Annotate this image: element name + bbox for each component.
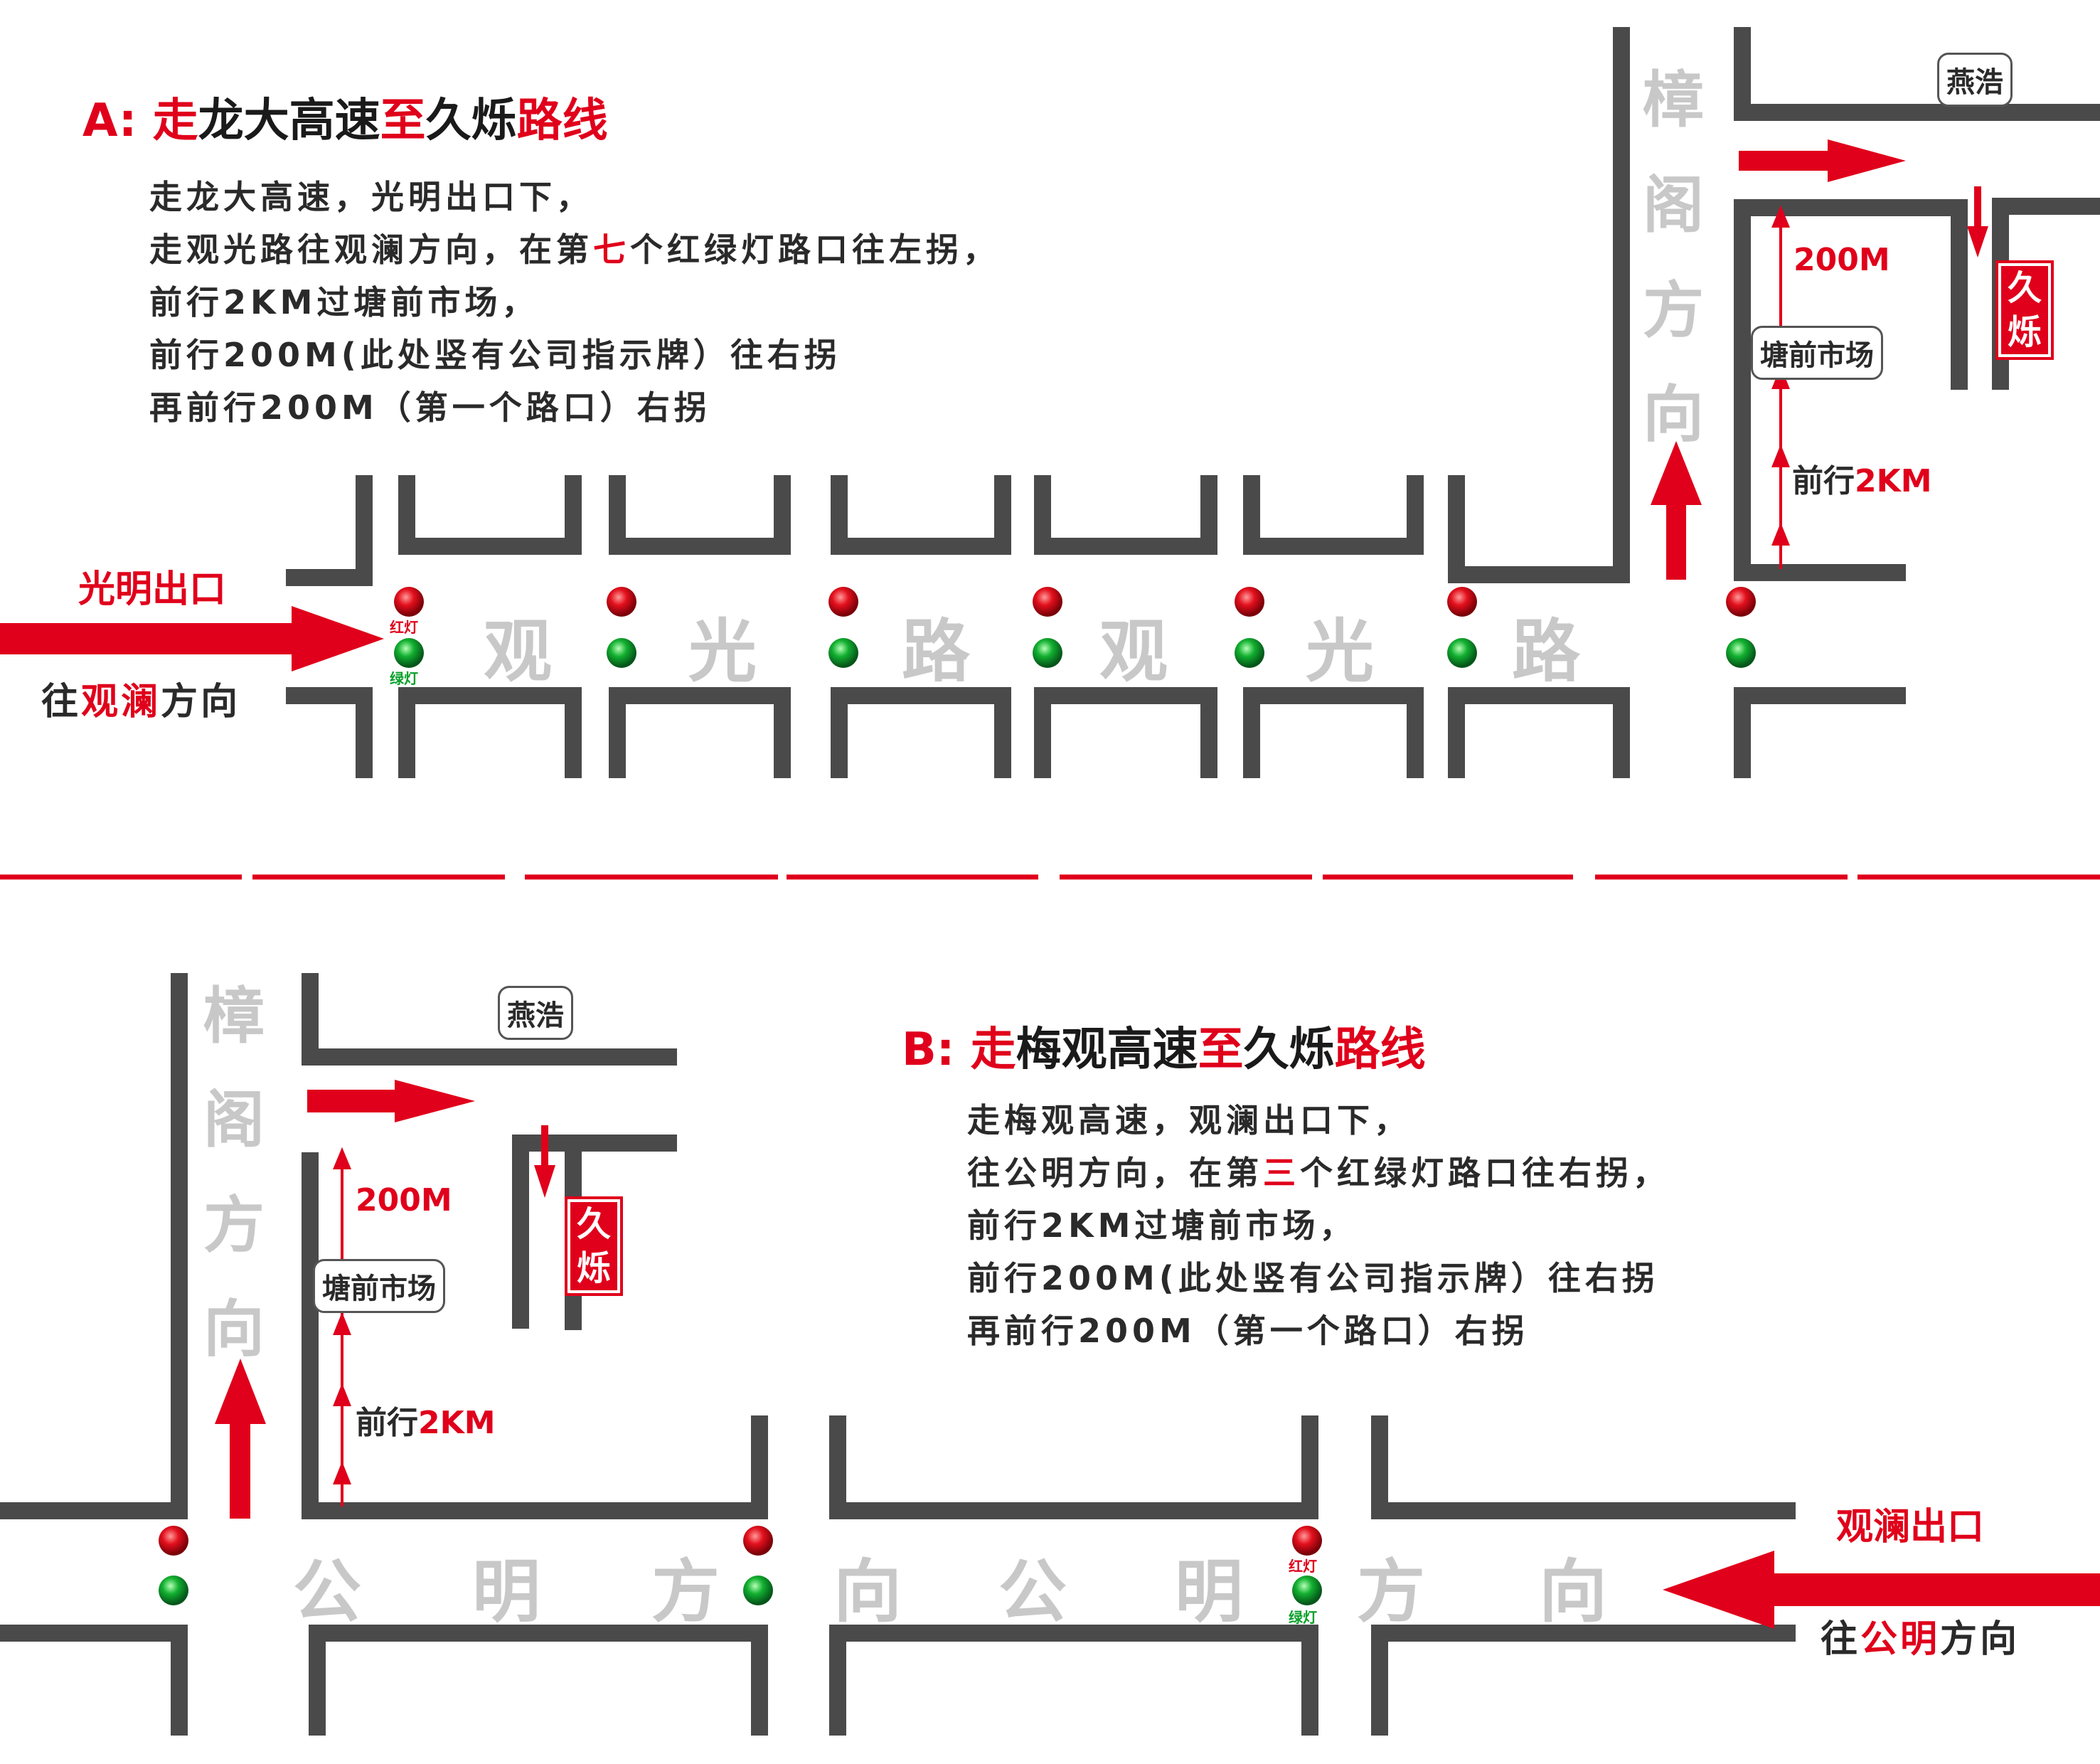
road-name-char: 向	[1539, 1552, 1607, 1632]
green-light	[1292, 1576, 1322, 1605]
instruction-line: 前行200M(此处竖有公司指示牌）往右拐	[967, 1259, 1659, 1297]
red-light	[394, 587, 424, 617]
right-arrow-b	[307, 1080, 475, 1122]
red-light	[828, 587, 858, 617]
entry-arrow-b	[1663, 1551, 2100, 1629]
red-light	[159, 1526, 188, 1556]
green-light	[1726, 638, 1756, 668]
entry-label-b: 观澜出口	[1836, 1506, 1985, 1548]
red-light	[1726, 587, 1756, 617]
instruction-line: 前行2KM过塘前市场，	[149, 283, 539, 322]
road-name-char: 光	[1306, 612, 1374, 691]
red-light	[743, 1526, 773, 1556]
road-name-char: 路	[1512, 612, 1580, 691]
traffic-lights-b	[159, 1526, 1322, 1605]
down-arrow-b	[534, 1125, 555, 1198]
distance-200m: 200M	[356, 1182, 452, 1218]
road-name-char: 观	[484, 612, 552, 691]
green-light	[607, 638, 636, 668]
distance-2km: 前行2KM	[356, 1405, 496, 1441]
down-arrow-a	[1967, 186, 1988, 257]
green-light	[1447, 638, 1477, 668]
red-light	[1292, 1526, 1322, 1556]
distance-200m: 200M	[1793, 242, 1890, 278]
route-b-title: B: 走梅观高速至久烁路线	[902, 1024, 1426, 1076]
red-light-label: 红灯	[390, 619, 418, 636]
instruction-line: 再前行200M（第一个路口）右拐	[967, 1312, 1529, 1350]
map-b-arrows	[215, 1080, 2100, 1629]
red-light	[1033, 587, 1062, 617]
green-light	[394, 638, 424, 668]
direction-label-b: 往公明方向	[1821, 1618, 2020, 1661]
instruction-line: 走龙大高速，光明出口下，	[149, 178, 593, 216]
red-light	[607, 587, 636, 617]
road-name-char: 明	[472, 1552, 540, 1632]
road-name-char: 公	[998, 1552, 1067, 1632]
instruction-line: 走观光路往观澜方向，在第七个红绿灯路口往左拐，	[149, 230, 1000, 269]
instruction-line: 往公明方向，在第三个红绿灯路口往右拐，	[967, 1154, 1670, 1192]
direction-label-a: 往观澜方向	[41, 681, 241, 723]
destination-jiushuo: 久烁	[1995, 260, 2054, 360]
route-a-instructions: 走龙大高速，光明出口下， 走观光路往观澜方向，在第七个红绿灯路口往左拐， 前行2…	[149, 171, 1000, 434]
label-yanhao: 燕浩	[498, 986, 573, 1040]
road-name-char: 方	[651, 1552, 720, 1632]
road-name-char: 公	[293, 1552, 361, 1632]
side-road-char: 向	[203, 1294, 265, 1365]
green-light	[743, 1576, 773, 1605]
green-light-label: 绿灯	[390, 670, 418, 687]
green-light	[1235, 638, 1264, 668]
destination-jiushuo: 久烁	[565, 1196, 623, 1296]
red-light	[1235, 587, 1264, 617]
green-light	[159, 1576, 188, 1605]
label-tangqian-market: 塘前市场	[313, 1259, 445, 1313]
side-road-char: 阁	[1643, 170, 1704, 241]
instruction-line: 前行2KM过塘前市场，	[967, 1206, 1357, 1245]
instruction-line: 前行200M(此处竖有公司指示牌）往右拐	[149, 336, 841, 374]
map-a-arrows	[0, 139, 1988, 671]
instruction-line: 再前行200M（第一个路口）右拐	[149, 388, 711, 427]
instruction-line: 走梅观高速，观澜出口下，	[967, 1101, 1411, 1139]
red-light-label: 红灯	[1289, 1558, 1317, 1575]
route-a-title: A: 走龙大高速至久烁路线	[82, 95, 608, 147]
side-road-char: 方	[1643, 275, 1704, 346]
up-arrow-a	[1651, 441, 1702, 580]
road-name-char: 向	[833, 1552, 902, 1632]
road-name-char: 观	[1099, 612, 1168, 691]
green-light	[828, 638, 858, 668]
road-name-char: 光	[688, 612, 757, 691]
traffic-lights-a	[394, 587, 1756, 668]
walk-arrows-a	[1771, 205, 1790, 569]
entry-label-a: 光明出口	[78, 568, 227, 611]
green-light-label: 绿灯	[1289, 1609, 1317, 1626]
side-road-char: 樟	[203, 981, 265, 1052]
entry-arrow-a	[0, 606, 384, 671]
side-road-char: 方	[203, 1190, 265, 1261]
red-light	[1447, 587, 1477, 617]
side-road-char: 樟	[1643, 65, 1704, 136]
road-name-char: 明	[1175, 1552, 1243, 1632]
road-name-char: 方	[1357, 1552, 1425, 1632]
right-arrow-a	[1739, 139, 1906, 182]
label-tangqian-market: 塘前市场	[1751, 326, 1883, 380]
road-name-char: 路	[902, 612, 970, 691]
distance-2km: 前行2KM	[1792, 463, 1932, 499]
map-b-roads	[0, 973, 1796, 1736]
green-light	[1033, 638, 1062, 668]
up-arrow-b	[215, 1359, 266, 1519]
side-road-char: 阁	[203, 1085, 265, 1156]
walk-arrows-b	[333, 1147, 351, 1507]
side-road-char: 向	[1643, 379, 1704, 450]
map-a-roads	[286, 27, 2100, 778]
route-b-instructions: 走梅观高速，观澜出口下， 往公明方向，在第三个红绿灯路口往右拐， 前行2KM过塘…	[967, 1094, 1670, 1357]
label-yanhao: 燕浩	[1937, 53, 2013, 107]
